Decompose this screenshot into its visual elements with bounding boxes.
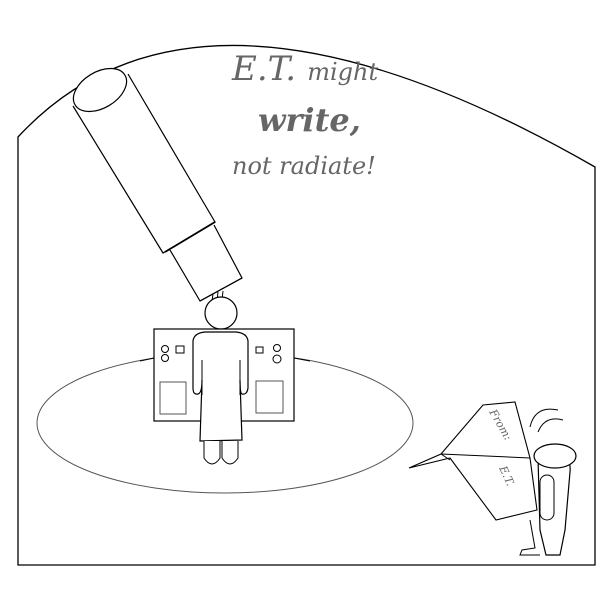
telescope [72, 67, 243, 302]
astronomer-figure [192, 296, 249, 465]
paper-plane: From: E.T. [408, 401, 538, 521]
caption-line2: write, [258, 101, 361, 139]
alien-figure [519, 408, 577, 556]
caption-line3: not radiate! [232, 152, 376, 180]
caption-line1: E.T. might [231, 49, 378, 89]
